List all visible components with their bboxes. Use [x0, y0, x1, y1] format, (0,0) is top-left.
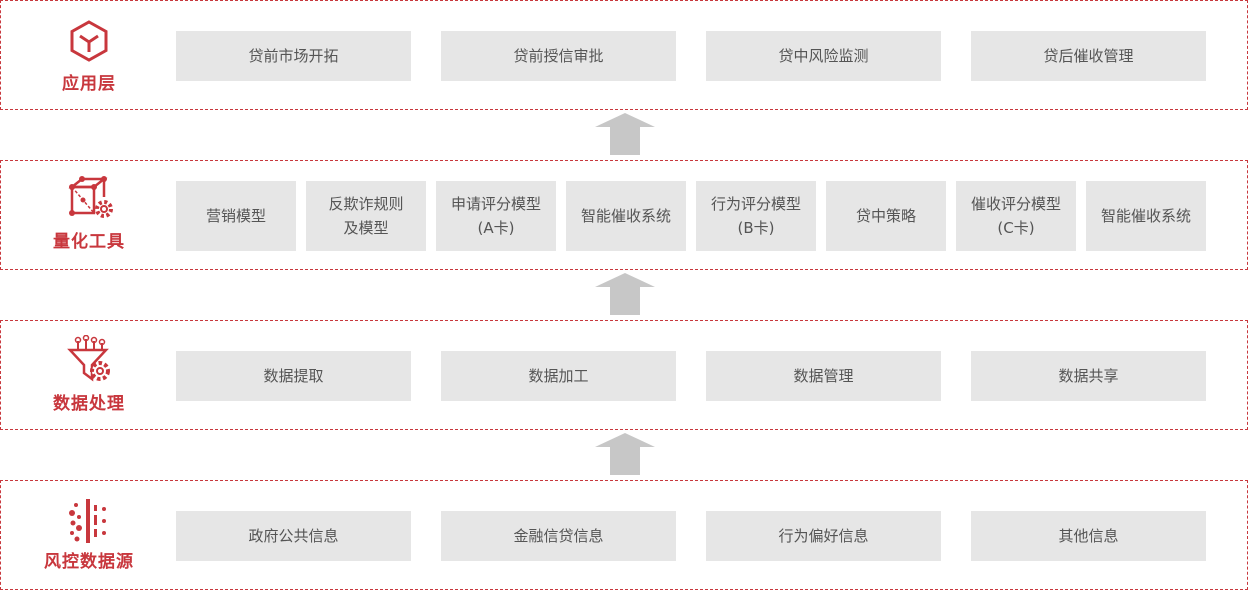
source-item: 其他信息 [971, 511, 1206, 561]
tool-item: 贷中策略 [826, 181, 946, 251]
cube-icon [70, 20, 108, 62]
processing-item: 数据管理 [706, 351, 941, 401]
layer-title: 风控数据源 [44, 552, 134, 572]
layer-data-processing: 数据处理 数据提取 数据加工 数据管理 数据共享 [0, 320, 1248, 430]
layer-label-data-processing: 数据处理 [41, 335, 137, 414]
app-item: 贷前授信审批 [441, 31, 676, 81]
tool-item: 催收评分模型 (C卡) [956, 181, 1076, 251]
source-item: 行为偏好信息 [706, 511, 941, 561]
processing-item: 数据共享 [971, 351, 1206, 401]
layer-label-risk-data-source: 风控数据源 [41, 497, 137, 572]
funnel-gear-icon [67, 335, 110, 382]
layer-application: 应用层 贷前市场开拓 贷前授信审批 贷中风险监测 贷后催收管理 [0, 0, 1248, 110]
tool-item: 智能催收系统 [566, 181, 686, 251]
layer-title: 数据处理 [53, 394, 125, 414]
processing-item: 数据提取 [176, 351, 411, 401]
arrow-up-icon [595, 113, 655, 155]
app-item: 贷前市场开拓 [176, 31, 411, 81]
layer-label-quant-tools: 量化工具 [41, 175, 137, 252]
app-item: 贷中风险监测 [706, 31, 941, 81]
tool-item: 反欺诈规则 及模型 [306, 181, 426, 251]
layer-title: 量化工具 [53, 232, 125, 252]
dots-bars-icon [69, 499, 106, 543]
arrow-up-icon [595, 433, 655, 475]
tool-item: 申请评分模型 (A卡) [436, 181, 556, 251]
source-item: 政府公共信息 [176, 511, 411, 561]
tool-item: 智能催收系统 [1086, 181, 1206, 251]
arrow-up-icon [595, 273, 655, 315]
processing-item: 数据加工 [441, 351, 676, 401]
layer-risk-data-source: 风控数据源 政府公共信息 金融信贷信息 行为偏好信息 其他信息 [0, 480, 1248, 590]
tool-item: 营销模型 [176, 181, 296, 251]
app-item: 贷后催收管理 [971, 31, 1206, 81]
layer-label-application: 应用层 [41, 19, 137, 94]
source-item: 金融信贷信息 [441, 511, 676, 561]
layer-quant-tools: 量化工具 营销模型 反欺诈规则 及模型 申请评分模型 (A卡) 智能催收系统 行… [0, 160, 1248, 270]
tool-item: 行为评分模型 (B卡) [696, 181, 816, 251]
layer-title: 应用层 [62, 74, 116, 94]
cube-gear-icon [68, 176, 113, 218]
